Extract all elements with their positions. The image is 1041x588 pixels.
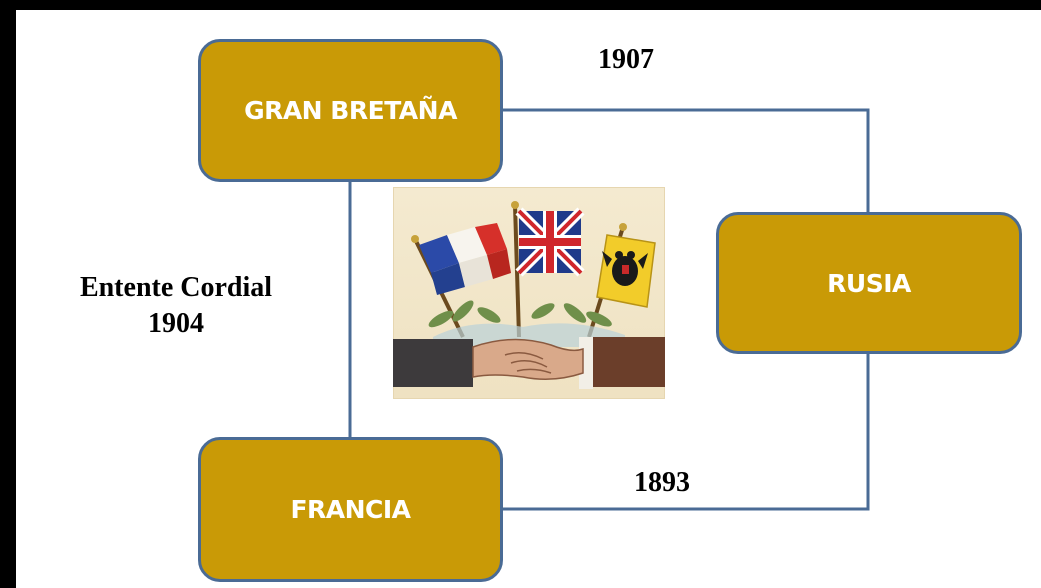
connector-1893 — [503, 354, 870, 511]
node-francia-label: FRANCIA — [290, 495, 411, 524]
handshake-icon — [393, 337, 665, 389]
entente-year: 1904 — [148, 308, 204, 340]
entente-title: Entente Cordial — [79, 272, 273, 303]
connector-1907 — [503, 108, 870, 212]
british-flag-icon — [515, 207, 585, 277]
node-gran-bretana: GRAN BRETAÑA — [198, 39, 503, 182]
node-rusia: RUSIA — [716, 212, 1022, 354]
triple-entente-illustration — [393, 187, 665, 399]
node-rusia-label: RUSIA — [827, 268, 911, 298]
label-1907: 1907 — [598, 44, 654, 75]
russian-flag-icon — [596, 234, 656, 308]
french-flag-icon — [419, 223, 511, 295]
label-1893: 1893 — [634, 467, 690, 498]
label-entente-cordial: Entente Cordial 1904 — [36, 270, 316, 343]
node-francia: FRANCIA — [198, 437, 503, 582]
node-gran-bretana-label: GRAN BRETAÑA — [244, 96, 457, 125]
